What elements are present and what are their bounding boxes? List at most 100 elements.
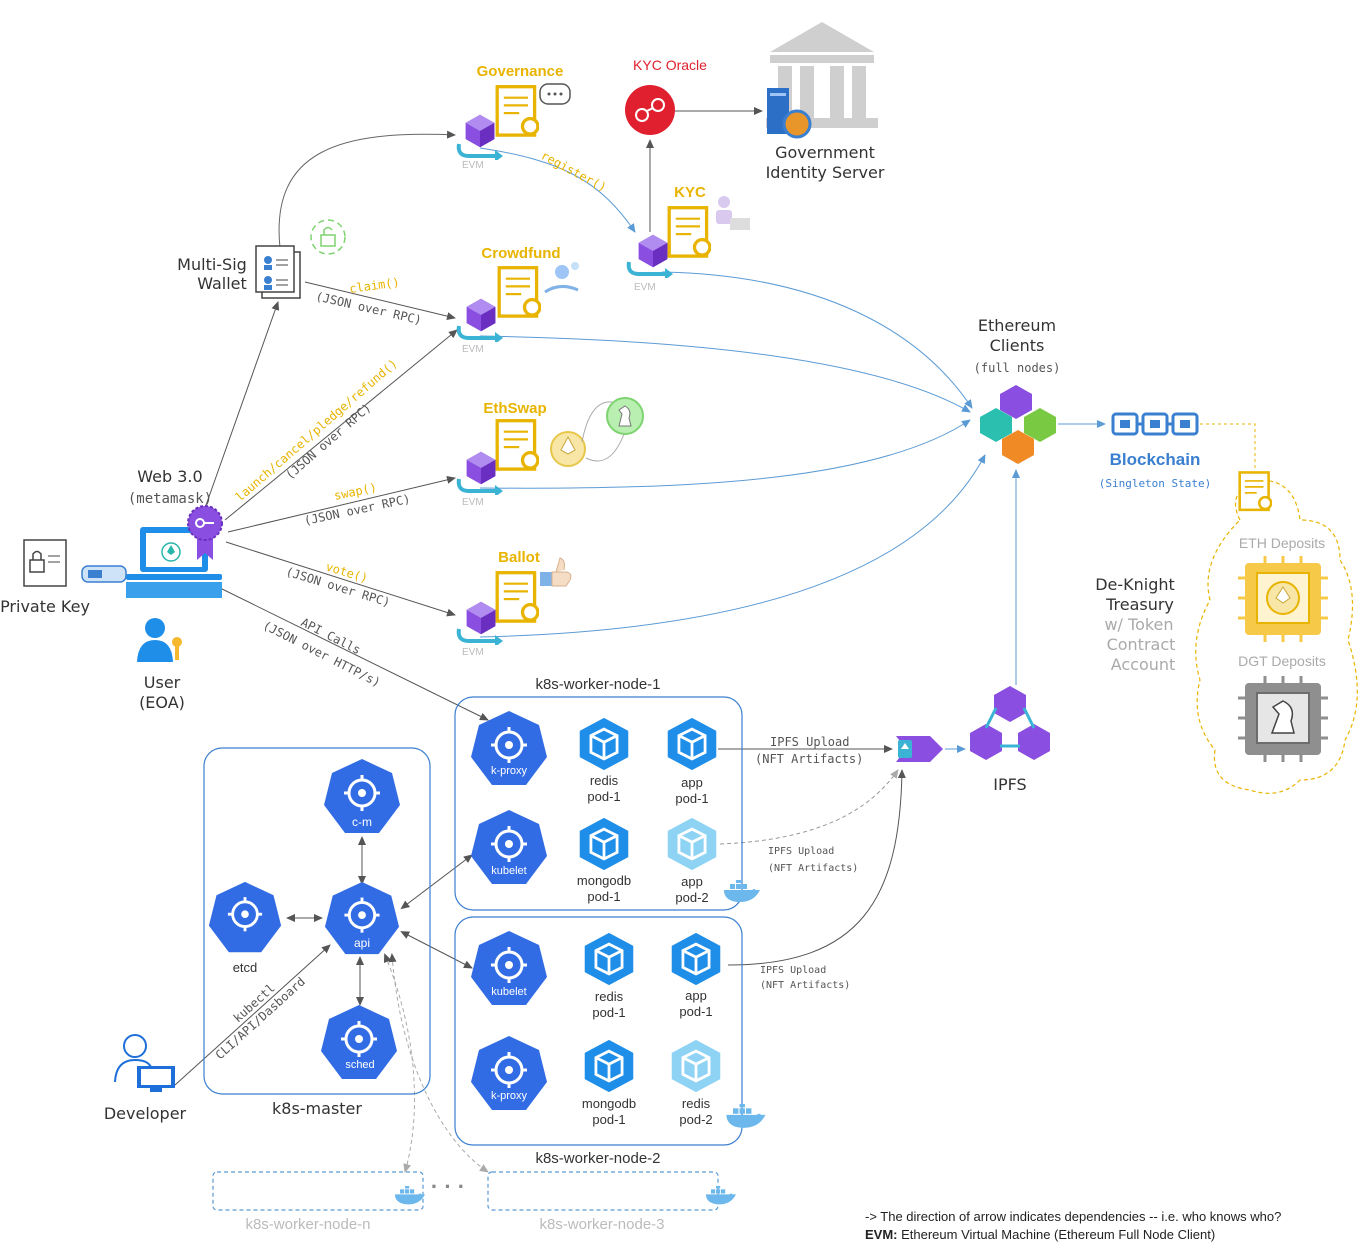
label-nft-1: (NFT Artifacts)	[755, 752, 863, 766]
pod-icon	[583, 1038, 635, 1094]
label-ipfs-upload-1: IPFS Upload	[770, 735, 849, 749]
k8s-worker-node-n: k8s-worker-node-n	[212, 1171, 425, 1233]
edge-ethswap-eth	[479, 419, 971, 489]
legend-note: -> The direction of arrow indicates depe…	[865, 1209, 1282, 1224]
redis-pod: redis pod-1	[583, 931, 635, 1020]
master-title: k8s-master	[272, 1099, 362, 1118]
app-pod-1: app pod-1	[670, 931, 722, 1019]
pod-index: pod-1	[675, 791, 708, 806]
crowdfund-contract: Crowdfund EVM	[456, 245, 579, 355]
evm-label: EVM	[462, 344, 484, 355]
lock-document-icon	[23, 539, 67, 587]
evm-cube-icon	[466, 298, 496, 332]
worker2-title: k8s-worker-node-2	[535, 1150, 660, 1167]
user-title: User	[144, 673, 181, 692]
app-pod-2: app pod-2	[666, 816, 718, 905]
laptop-icon	[126, 527, 222, 598]
edge-api-kubelet2	[400, 931, 473, 969]
ethswap-title: EthSwap	[483, 400, 546, 417]
pod-index: pod-2	[675, 890, 708, 905]
evm-definition: EVM: Ethereum Virtual Machine (Ethereum …	[865, 1227, 1215, 1242]
pod-name: redis	[682, 1096, 711, 1111]
dgt-deposits-title: DGT Deposits	[1238, 653, 1326, 669]
kyc-oracle: KYC Oracle	[625, 57, 707, 135]
document-icon	[667, 206, 711, 258]
pod-name: mongodb	[582, 1096, 636, 1111]
treasury-title-3: w/ Token	[1104, 615, 1173, 634]
docker-icon	[726, 1104, 766, 1128]
document-icon	[497, 266, 541, 318]
controller-manager-node: c-m	[322, 757, 402, 835]
edge-web3-multisig	[204, 301, 280, 509]
edge-app2-upload	[719, 769, 899, 845]
kproxy-node: k-proxy	[469, 1034, 549, 1112]
governance-contract: Governance EVM	[456, 63, 571, 171]
evm-cube-icon	[466, 601, 496, 635]
usb-key-icon	[81, 565, 127, 583]
ballot-title: Ballot	[498, 549, 540, 566]
kproxy-label: k-proxy	[491, 765, 528, 777]
blockchain-subtitle: (Singleton State)	[1099, 477, 1212, 490]
api-label: api	[354, 936, 370, 950]
redis-pod: redis pod-1	[578, 716, 630, 804]
vault-icon	[310, 219, 346, 255]
treasury: ETH Deposits DGT Deposits	[1095, 471, 1358, 794]
edges	[174, 107, 1256, 1173]
kyc-title: KYC	[674, 184, 706, 201]
edge-api-kubelet1	[400, 854, 473, 910]
ipfs-icon	[970, 686, 1050, 760]
pod-index: pod-1	[587, 889, 620, 904]
redis-pod-2: redis pod-2	[670, 1038, 722, 1127]
edge-blockchain-treasury	[1200, 423, 1256, 470]
evm-term: EVM:	[865, 1227, 898, 1242]
document-icon	[1238, 471, 1272, 512]
docker-icon	[395, 1186, 425, 1205]
eth-clients-title-2: Clients	[990, 336, 1045, 355]
evm-label: EVM	[462, 647, 484, 658]
evm-label: EVM	[462, 497, 484, 508]
edge-api-workern	[383, 953, 415, 1173]
multisig-wallet: Multi-Sig Wallet	[177, 219, 346, 299]
edge-web3-kproxy	[219, 587, 489, 721]
eth-clients-title-1: Ethereum	[978, 316, 1056, 335]
label-ipfs-upload-2: IPFS Upload	[768, 846, 834, 857]
pod-name: app	[685, 988, 707, 1003]
master-box	[203, 747, 431, 1095]
thumbs-up-icon	[540, 557, 572, 587]
web3-title: Web 3.0	[137, 467, 202, 486]
pod-index: pod-1	[592, 1005, 625, 1020]
edge-ballot-eth	[479, 454, 986, 638]
coins-icon	[544, 262, 579, 294]
ethereum-clients: Ethereum Clients (full nodes)	[974, 316, 1061, 464]
label-ipfs-upload-3: IPFS Upload	[760, 965, 826, 976]
evm-description: Ethereum Virtual Machine (Ethereum Full …	[897, 1227, 1216, 1242]
evm-label: EVM	[634, 282, 656, 293]
crowdfund-title: Crowdfund	[481, 245, 560, 262]
multisig-title-2: Wallet	[197, 274, 247, 293]
etcd-label: etcd	[233, 960, 258, 975]
k8s-worker-node-1: k8s-worker-node-1 k-proxy kubelet redis …	[454, 676, 760, 911]
edge-api-worker3	[388, 953, 489, 1173]
kubelet-node: kubelet	[469, 929, 549, 1007]
edge-web3-ballot	[225, 541, 456, 617]
kyc-contract: KYC EVM	[626, 184, 750, 293]
kubelet-label: kubelet	[491, 865, 526, 877]
mongodb-pod: mongodb pod-1	[582, 1038, 636, 1127]
kubernetes-icon	[207, 880, 283, 954]
edge-developer-api	[174, 944, 331, 1086]
treasury-title-5: Account	[1111, 655, 1176, 674]
edge-multisig-governance	[278, 130, 456, 249]
ballot-contract: Ballot EVM	[456, 549, 572, 658]
multisig-title-1: Multi-Sig	[177, 255, 247, 274]
user-subtitle: (EOA)	[139, 693, 185, 712]
worker2-box	[454, 916, 743, 1146]
mongodb-pod: mongodb pod-1	[577, 816, 631, 904]
metamask-badge-icon	[187, 505, 223, 560]
kubelet-label: kubelet	[491, 986, 526, 998]
eth-clients-subtitle: (full nodes)	[974, 361, 1061, 375]
upload-icon	[896, 736, 943, 762]
ethereum-clients-icon	[980, 385, 1056, 464]
kproxy-node: k-proxy	[469, 709, 549, 787]
document-icon	[495, 85, 539, 137]
